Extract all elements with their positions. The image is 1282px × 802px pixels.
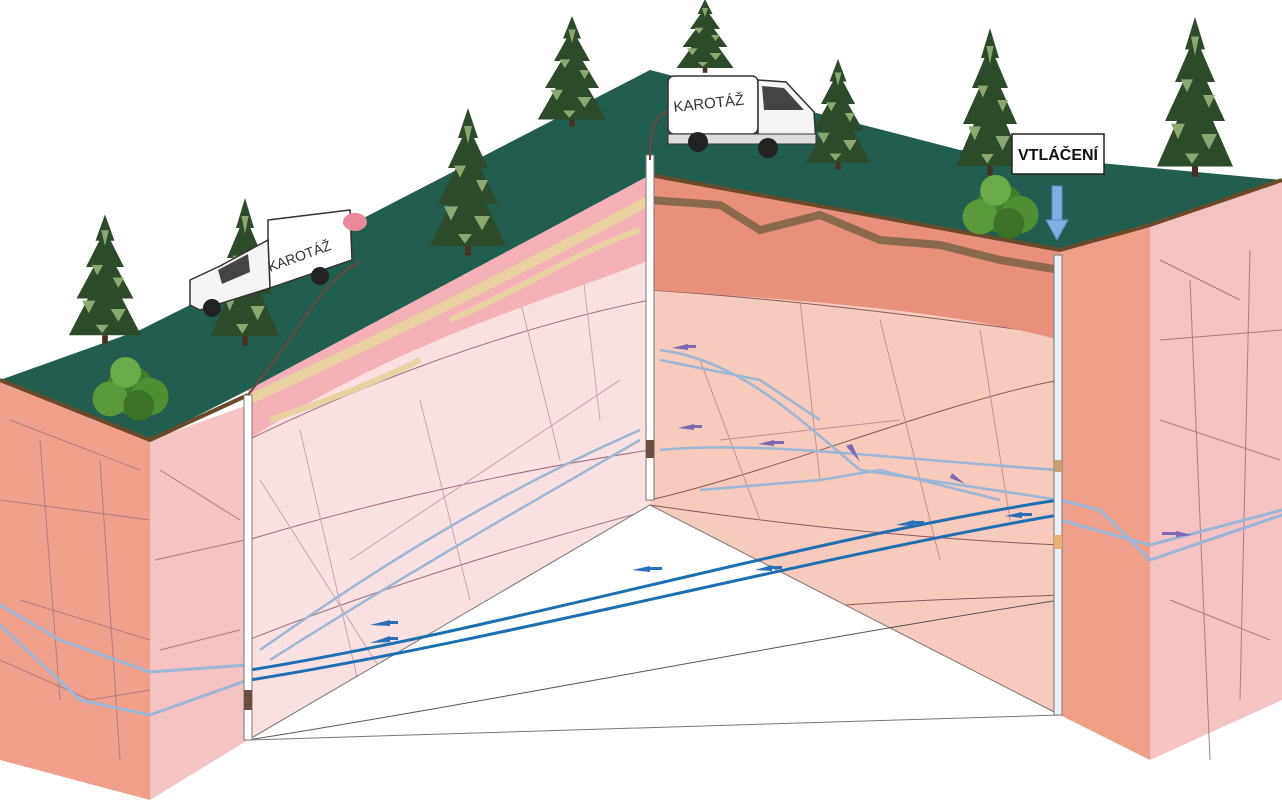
left-block-aquifer (0, 603, 249, 717)
flow-arrows (370, 344, 1192, 643)
borehole-left (243, 394, 253, 741)
main-flow-paths (249, 498, 1059, 682)
injection-label-box: VTLÁČENÍ (1011, 133, 1105, 175)
fracture-network (259, 348, 1061, 662)
right-block-side (1060, 225, 1150, 760)
flow-arrow-icon (370, 512, 1032, 643)
spruce-tree-icon (537, 15, 607, 127)
cable-center (649, 109, 671, 161)
left-block-fractures (0, 419, 246, 761)
borehole-right (1053, 254, 1063, 716)
spruce-tree-icon (676, 0, 734, 73)
left-block (0, 380, 249, 800)
weathered-zone-right (650, 175, 1060, 340)
cable-left (247, 261, 361, 396)
spruce-tree-icon (68, 214, 142, 344)
cutaway-floor (247, 504, 1061, 741)
spruce-tree-icon (1157, 17, 1233, 177)
flow-arrow-purple-icon (672, 344, 1192, 537)
left-block-side (0, 380, 150, 800)
right-block-face (1150, 180, 1282, 760)
injection-arrow-icon (1045, 185, 1069, 242)
van-right: KAROTÁŽ (667, 75, 817, 158)
injection-label: VTLÁČENÍ (1018, 145, 1099, 164)
right-block-aquifer (1059, 498, 1282, 562)
van-left: KAROTÁŽ (189, 209, 367, 317)
borehole-center (645, 154, 655, 501)
left-section-face (247, 180, 651, 740)
van-icon (667, 75, 817, 158)
right-block (1059, 180, 1282, 761)
left-block-face (150, 405, 248, 800)
van-icon (189, 209, 367, 317)
